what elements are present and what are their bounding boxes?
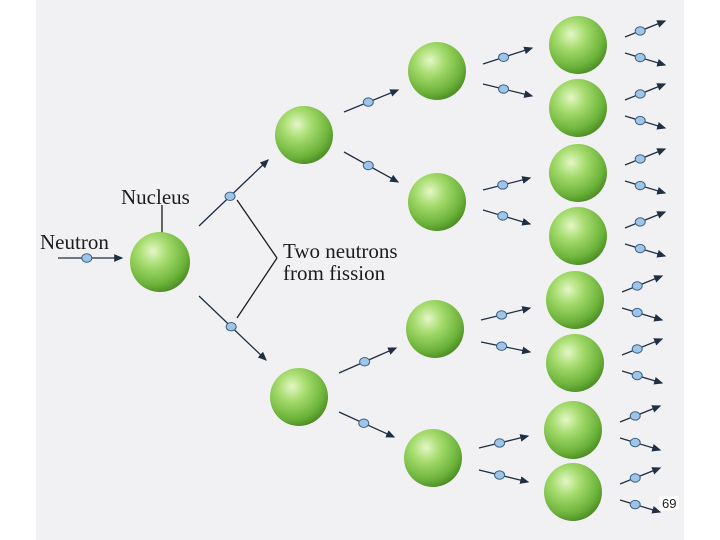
page-number: 69 bbox=[659, 496, 680, 511]
neutron bbox=[498, 52, 510, 62]
neutron bbox=[497, 211, 509, 221]
nucleus bbox=[546, 271, 604, 329]
neutron bbox=[494, 438, 506, 448]
neutron bbox=[631, 370, 643, 381]
neutron bbox=[362, 97, 374, 107]
neutron bbox=[498, 84, 510, 94]
nucleus bbox=[404, 429, 462, 487]
neutron bbox=[496, 341, 508, 351]
neutron bbox=[634, 115, 646, 126]
neutron bbox=[634, 180, 646, 191]
nucleus bbox=[549, 16, 607, 74]
two-neutrons-label: Two neutrons from fission bbox=[283, 240, 398, 284]
nucleus-label: Nucleus bbox=[121, 185, 190, 209]
neutron bbox=[629, 473, 641, 483]
neutron bbox=[81, 253, 93, 263]
neutron bbox=[629, 499, 641, 510]
neutron bbox=[634, 243, 646, 254]
nucleus bbox=[408, 173, 466, 231]
neutron bbox=[634, 154, 646, 164]
bracket-line-upper bbox=[236, 199, 278, 259]
neutron bbox=[359, 357, 371, 367]
neutron bbox=[496, 310, 508, 320]
neutron bbox=[634, 89, 646, 99]
neutron bbox=[629, 437, 641, 448]
neutron-label: Neutron bbox=[40, 230, 109, 254]
neutron bbox=[497, 180, 509, 190]
nucleus bbox=[406, 300, 464, 358]
neutron bbox=[634, 52, 646, 63]
two-neutrons-label-line1: Two neutrons bbox=[283, 239, 398, 263]
nucleus bbox=[130, 232, 190, 292]
neutron bbox=[631, 344, 643, 354]
neutron bbox=[358, 418, 370, 428]
neutron bbox=[631, 281, 643, 291]
neutron bbox=[224, 191, 236, 202]
neutron bbox=[634, 217, 646, 227]
neutron bbox=[631, 307, 643, 318]
nucleus bbox=[549, 79, 607, 137]
neutron bbox=[362, 160, 374, 171]
nucleus bbox=[270, 368, 328, 426]
neutron bbox=[634, 26, 646, 36]
bracket-line-lower bbox=[236, 257, 278, 319]
two-neutrons-label-line2: from fission bbox=[283, 261, 386, 285]
nucleus bbox=[549, 144, 607, 202]
neutron bbox=[629, 411, 641, 421]
nucleus bbox=[546, 334, 604, 392]
nucleus bbox=[408, 42, 466, 100]
nucleus bbox=[544, 463, 602, 521]
nucleus bbox=[275, 106, 333, 164]
nucleus bbox=[549, 207, 607, 265]
neutron bbox=[225, 322, 237, 332]
neutron bbox=[494, 470, 506, 480]
nucleus bbox=[544, 401, 602, 459]
